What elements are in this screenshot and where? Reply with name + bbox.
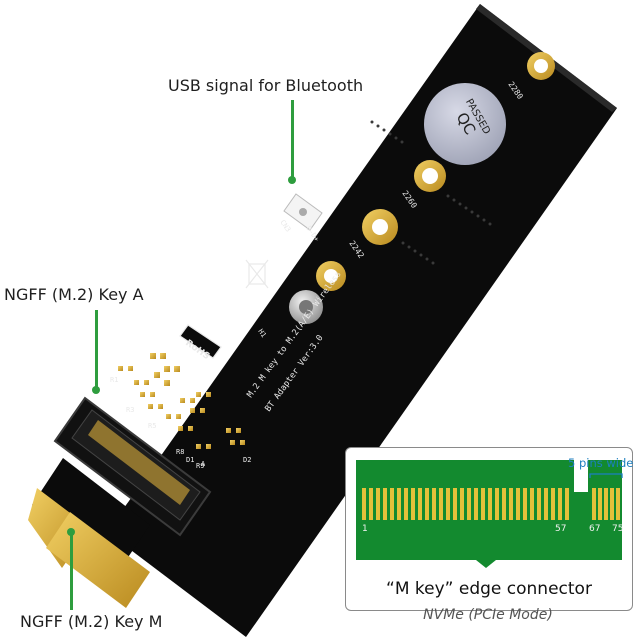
rohs-mark: RoHS bbox=[179, 324, 222, 362]
component-label-r8: R8 bbox=[176, 448, 184, 456]
pin-number-75: 75 bbox=[612, 524, 624, 534]
usb-leader-line bbox=[291, 100, 294, 180]
key-m-leader-dot bbox=[67, 528, 75, 536]
h1-label: H1 bbox=[256, 328, 267, 340]
key-a-leader-line bbox=[95, 310, 98, 390]
usb-signal-callout: USB signal for Bluetooth bbox=[168, 76, 364, 95]
edge-connector-inset: 5 pins wide 1 57 67 75 “M key” edge conn… bbox=[345, 447, 633, 611]
key-a-leader-dot bbox=[92, 386, 100, 394]
component-label-r9: R9 bbox=[196, 462, 204, 470]
pin-number-57: 57 bbox=[555, 524, 567, 534]
component-label-r5: R5 bbox=[148, 422, 156, 430]
mount-hole-2280 bbox=[527, 52, 555, 80]
mount-hole-2242 bbox=[362, 209, 398, 245]
standoff-screw bbox=[289, 290, 323, 324]
mount-hole-2230 bbox=[316, 261, 346, 291]
smd-components bbox=[118, 353, 245, 449]
pin-number-1: 1 bbox=[362, 524, 368, 534]
component-label-d1: D1 bbox=[186, 456, 194, 464]
cn3-connector bbox=[283, 193, 323, 231]
silkscreen-dots bbox=[370, 120, 492, 265]
pin-number-67: 67 bbox=[589, 524, 601, 534]
component-label-r3: R3 bbox=[126, 406, 134, 414]
key-a-callout: NGFF (M.2) Key A bbox=[4, 285, 144, 304]
mount-hole-2260 bbox=[414, 160, 446, 192]
edge-connector-main-pins bbox=[362, 488, 569, 520]
slot-label-a: A bbox=[201, 460, 206, 468]
key-m-callout: NGFF (M.2) Key M bbox=[20, 612, 163, 631]
component-label-d2: D2 bbox=[243, 456, 251, 464]
weee-bin-icon bbox=[245, 259, 269, 289]
usb-leader-dot bbox=[288, 176, 296, 184]
edge-connector-five-pins bbox=[592, 488, 620, 520]
five-pins-wide-label: 5 pins wide bbox=[568, 456, 634, 470]
m-key-notch bbox=[574, 458, 588, 492]
edge-connector-caption: “M key” edge connector bbox=[386, 579, 592, 599]
qc-passed-sticker: QC PASSED bbox=[424, 83, 506, 165]
edge-connector-diagram bbox=[356, 458, 623, 568]
pcb-body bbox=[107, 4, 617, 637]
cn3-label: CN3 bbox=[278, 219, 292, 234]
edge-connector-subcaption: NVMe (PCIe Mode) bbox=[423, 607, 553, 623]
five-pins-bracket bbox=[589, 473, 623, 478]
key-a-slot-connector bbox=[53, 396, 212, 537]
key-m-leader-line bbox=[70, 532, 73, 610]
component-label-r1: R1 bbox=[110, 376, 118, 384]
